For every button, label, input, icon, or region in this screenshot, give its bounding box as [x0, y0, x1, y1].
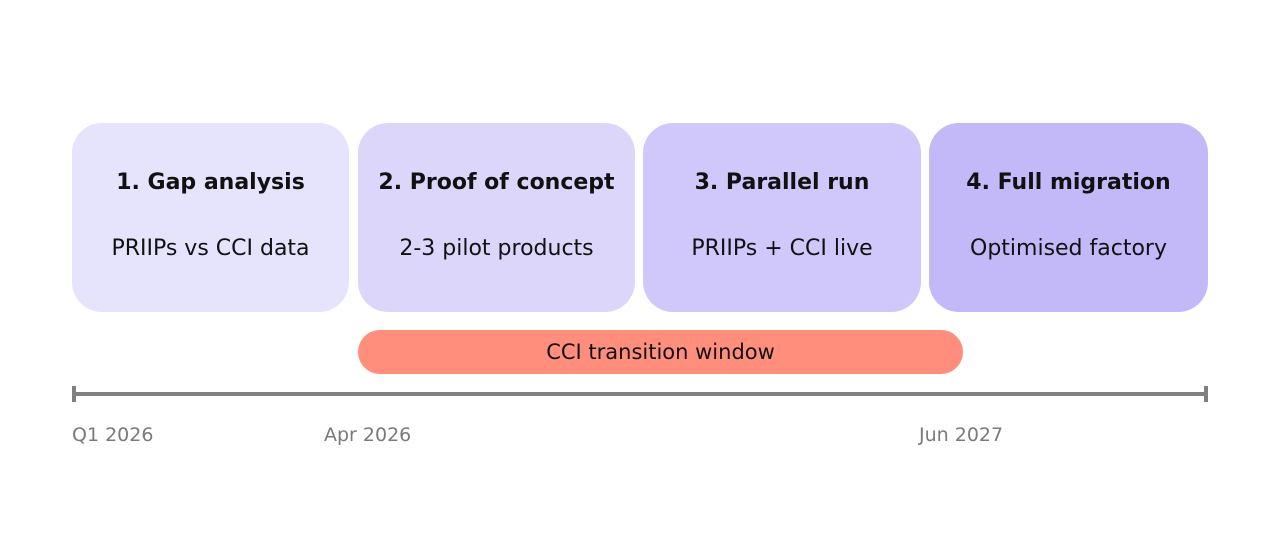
phase-subtitle: PRIIPs vs CCI data: [111, 236, 310, 261]
phase-title: 1. Gap analysis: [116, 170, 305, 195]
phase-card-full-migration: 4. Full migration Optimised factory: [929, 123, 1208, 312]
timeline-axis-line: [74, 392, 1207, 396]
timeline-label-jun: Jun 2027: [919, 424, 1004, 446]
phase-card-gap-analysis: 1. Gap analysis PRIIPs vs CCI data: [72, 123, 349, 312]
timeline-end-tick: [1204, 386, 1208, 402]
phase-title: 2. Proof of concept: [378, 170, 615, 195]
timeline-start-tick: [72, 386, 76, 402]
phase-title: 4. Full migration: [966, 170, 1171, 195]
phase-subtitle: PRIIPs + CCI live: [691, 236, 873, 261]
timeline-label-start: Q1 2026: [72, 424, 154, 446]
timeline-label-apr: Apr 2026: [324, 424, 412, 446]
phase-subtitle: 2-3 pilot products: [399, 236, 594, 261]
transition-window-bar: CCI transition window: [358, 330, 963, 374]
phase-subtitle: Optimised factory: [970, 236, 1167, 261]
phase-card-parallel-run: 3. Parallel run PRIIPs + CCI live: [643, 123, 921, 312]
phase-card-proof-of-concept: 2. Proof of concept 2-3 pilot products: [358, 123, 635, 312]
phase-title: 3. Parallel run: [694, 170, 870, 195]
